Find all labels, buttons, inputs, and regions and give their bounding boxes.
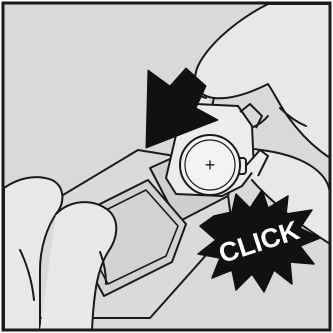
battery-plus-symbol: +: [205, 155, 216, 175]
coin-battery: +: [180, 135, 240, 195]
